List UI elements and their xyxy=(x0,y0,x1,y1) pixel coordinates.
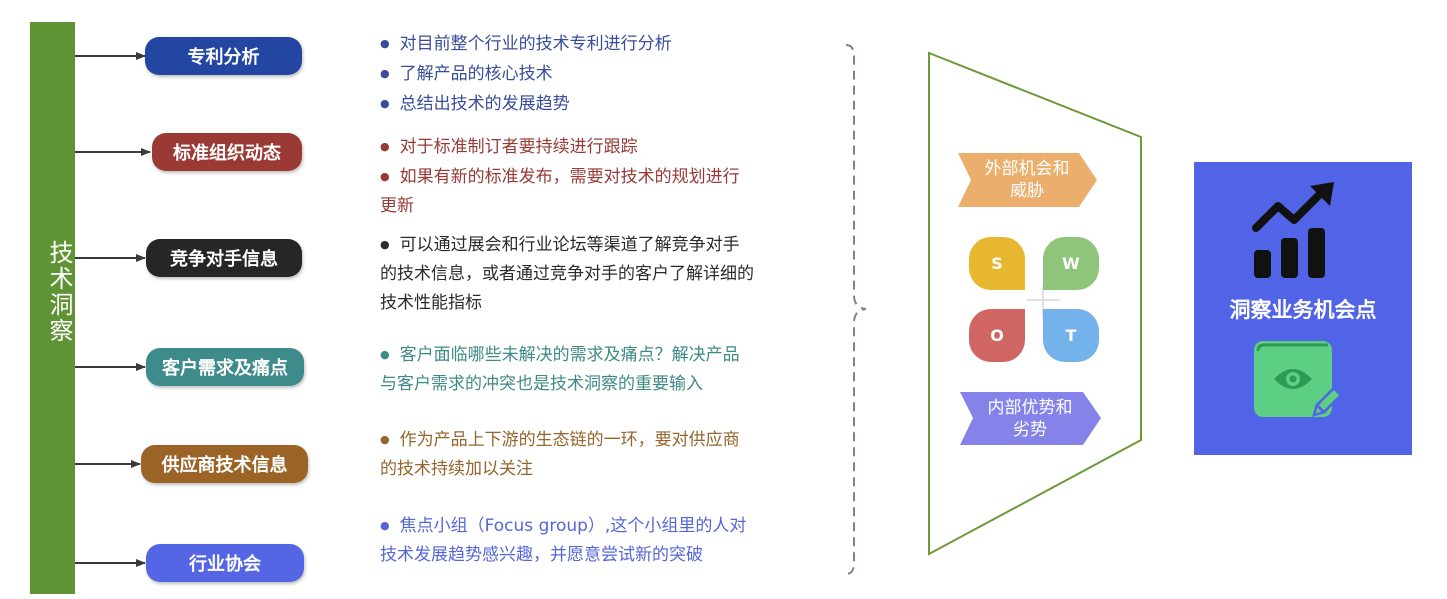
pill-customer-needs: 客户需求及痛点 xyxy=(146,348,304,386)
bullet-line: ● 作为产品上下游的生态链的一环，要对供应商 xyxy=(380,425,790,455)
bullet-line: ● 客户面临哪些未解决的需求及痛点？解决产品 xyxy=(380,340,790,370)
bullet-dot: ● xyxy=(380,37,390,50)
bullet-text: 作为产品上下游的生态链的一环，要对供应商 xyxy=(399,430,740,450)
bullet-dot: ● xyxy=(380,170,390,183)
bullet-text: 与客户需求的冲突也是技术洞察的重要输入 xyxy=(380,374,703,394)
desc-industry-assoc: ● 焦点小组（Focus group）,这个小组里的人对技术发展趋势感兴趣，并愿意… xyxy=(380,511,790,570)
bullet-line: ● 可以通过展会和行业论坛等渠道了解竞争对手 xyxy=(380,230,790,260)
bullet-text: 对目前整个行业的技术专利进行分析 xyxy=(399,34,672,54)
swot-threat: T xyxy=(1043,309,1099,362)
pill-industry-assoc: 行业协会 xyxy=(146,544,304,582)
bullet-line: ● 焦点小组（Focus group）,这个小组里的人对 xyxy=(380,511,790,541)
bullet-line: 更新 xyxy=(380,192,790,221)
pill-supplier-tech: 供应商技术信息 xyxy=(141,445,308,483)
bullet-text: 客户面临哪些未解决的需求及痛点？解决产品 xyxy=(399,345,740,365)
internal-chevron xyxy=(960,392,1101,445)
bullet-line: ● 对于标准制订者要持续进行跟踪 xyxy=(380,132,790,162)
bullet-line: 的技术信息，或者通过竞争对手的客户了解详细的 xyxy=(380,260,790,289)
pill-competitor-info: 竞争对手信息 xyxy=(146,239,302,277)
external-chevron xyxy=(958,153,1097,207)
bullet-dot: ● xyxy=(380,140,390,153)
desc-patent-analysis: ● 对目前整个行业的技术专利进行分析 ● 了解产品的核心技术 ● 总结出技术的发展趋势 xyxy=(380,29,790,119)
insight-book-icon xyxy=(1254,341,1342,417)
funnel-shape xyxy=(928,51,1142,556)
business-opportunity-label: 洞察业务机会点 xyxy=(1229,298,1377,322)
bullet-text: 焦点小组（Focus group）,这个小组里的人对 xyxy=(399,516,747,536)
dashed-brace xyxy=(845,44,867,575)
bullet-dot: ● xyxy=(380,67,390,80)
bullet-dot: ● xyxy=(380,348,390,361)
bullet-dot: ● xyxy=(380,238,390,251)
desc-competitor-info: ● 可以通过展会和行业论坛等渠道了解竞争对手的技术信息，或者通过竞争对手的客户了解… xyxy=(380,230,790,318)
pill-standards-dynamics: 标准组织动态 xyxy=(152,133,302,171)
desc-standards-dynamics: ● 对于标准制订者要持续进行跟踪 ● 如果有新的标准发布，需要对技术的规划进行更新 xyxy=(380,132,790,221)
bullet-line: 技术发展趋势感兴趣，并愿意尝试新的突破 xyxy=(380,541,790,570)
tech-insight-label: 技术洞察 xyxy=(45,240,73,344)
bullet-dot: ● xyxy=(380,433,390,446)
desc-supplier-tech: ● 作为产品上下游的生态链的一环，要对供应商的技术持续加以关注 xyxy=(380,425,790,484)
bullet-text: 了解产品的核心技术 xyxy=(399,64,553,84)
desc-customer-needs: ● 客户面临哪些未解决的需求及痛点？解决产品与客户需求的冲突也是技术洞察的重要输入 xyxy=(380,340,790,399)
bullet-text: 可以通过展会和行业论坛等渠道了解竞争对手 xyxy=(399,235,740,255)
tech-insight-bar xyxy=(30,22,75,594)
bullet-text: 技术发展趋势感兴趣，并愿意尝试新的突破 xyxy=(380,545,703,565)
bullet-text: 技术性能指标 xyxy=(380,293,482,313)
internal-chevron-text: 内部优势和劣势 xyxy=(987,398,1073,440)
pill-patent-analysis: 专利分析 xyxy=(145,37,302,75)
swot-weakness: W xyxy=(1043,237,1099,290)
bullet-line: 的技术持续加以关注 xyxy=(380,455,790,484)
bullet-line: ● 了解产品的核心技术 xyxy=(380,59,790,89)
bullet-dot: ● xyxy=(380,519,390,532)
bullet-text: 更新 xyxy=(380,196,414,216)
bullet-text: 对于标准制订者要持续进行跟踪 xyxy=(399,137,638,157)
bullet-line: ● 总结出技术的发展趋势 xyxy=(380,89,790,119)
bullet-line: ● 如果有新的标准发布，需要对技术的规划进行 xyxy=(380,162,790,192)
bullet-text: 的技术持续加以关注 xyxy=(380,459,533,479)
bullet-dot: ● xyxy=(380,97,390,110)
external-chevron-text: 外部机会和威胁 xyxy=(984,159,1070,201)
swot-opportunity: O xyxy=(969,309,1025,362)
bullet-line: 技术性能指标 xyxy=(380,289,790,318)
bullet-text: 的技术信息，或者通过竞争对手的客户了解详细的 xyxy=(380,264,754,284)
trend-chart-icon xyxy=(1252,182,1334,278)
swot-strength: S xyxy=(969,237,1025,290)
bullet-text: 如果有新的标准发布，需要对技术的规划进行 xyxy=(399,167,740,187)
bullet-text: 总结出技术的发展趋势 xyxy=(399,94,570,114)
bullet-line: 与客户需求的冲突也是技术洞察的重要输入 xyxy=(380,370,790,399)
bullet-line: ● 对目前整个行业的技术专利进行分析 xyxy=(380,29,790,59)
